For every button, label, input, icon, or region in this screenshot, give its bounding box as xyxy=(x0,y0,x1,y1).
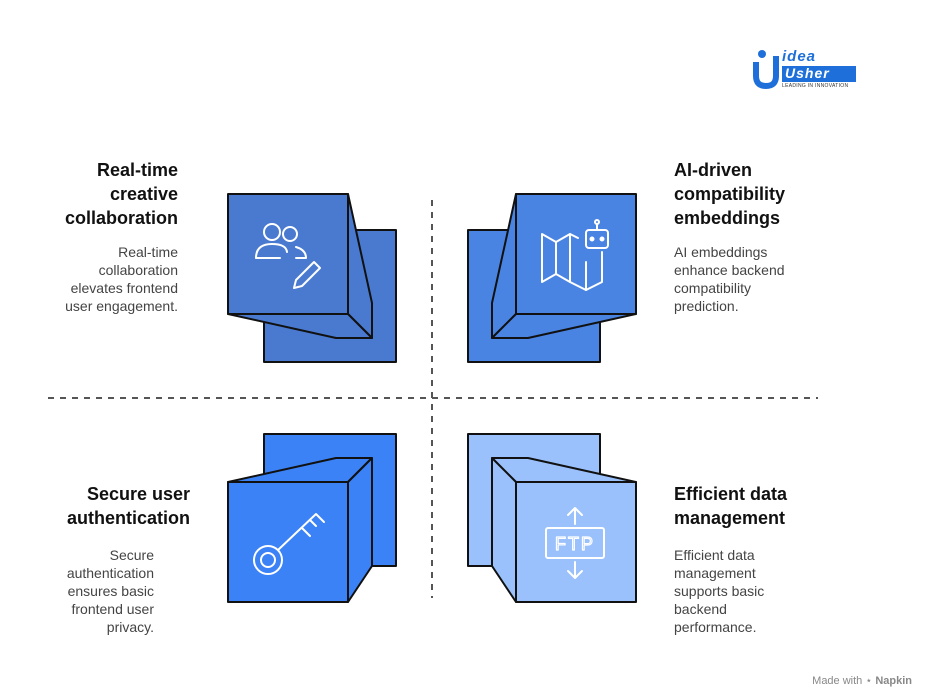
title-efficient-data-management: Efficient data management xyxy=(674,484,788,528)
made-with-napkin[interactable]: Made with ⋆ Napkin xyxy=(812,675,912,687)
map-robot-icon xyxy=(541,219,609,291)
logo-mark-icon xyxy=(753,50,779,90)
desc-real-time-collaboration: Real-time collaboration elevates fronten… xyxy=(65,244,178,314)
desc-secure-authentication: Secure authentication ensures basic fron… xyxy=(66,547,154,635)
cube-top-right xyxy=(467,193,637,363)
logo-usher-box: Usher xyxy=(782,65,856,82)
title-secure-authentication: Secure user authentication xyxy=(66,484,190,528)
ftp-icon: FTP xyxy=(545,507,605,579)
logo-word-idea: idea xyxy=(782,48,817,65)
cube-bottom-left xyxy=(227,433,397,603)
cube-bottom-right xyxy=(467,433,637,603)
ftp-label: FTP xyxy=(555,534,595,554)
title-ai-driven-embeddings: AI-driven compatibility embeddings xyxy=(674,160,786,228)
key-icon xyxy=(253,513,325,575)
logo-tagline: LEADING IN INNOVATION xyxy=(782,83,849,89)
title-real-time-collaboration: Real-time creative collaboration xyxy=(64,160,178,228)
users-edit-icon xyxy=(255,223,321,289)
desc-efficient-data-management: Efficient data management supports basic… xyxy=(674,547,765,635)
logo: idea Usher LEADING IN INNOVATION xyxy=(752,48,862,90)
napkin-icon: ⋆ xyxy=(865,675,873,687)
logo-word-usher: Usher xyxy=(785,65,830,81)
cube-top-left xyxy=(227,193,397,363)
desc-ai-driven-embeddings: AI embeddings enhance backend compatibil… xyxy=(674,244,785,314)
